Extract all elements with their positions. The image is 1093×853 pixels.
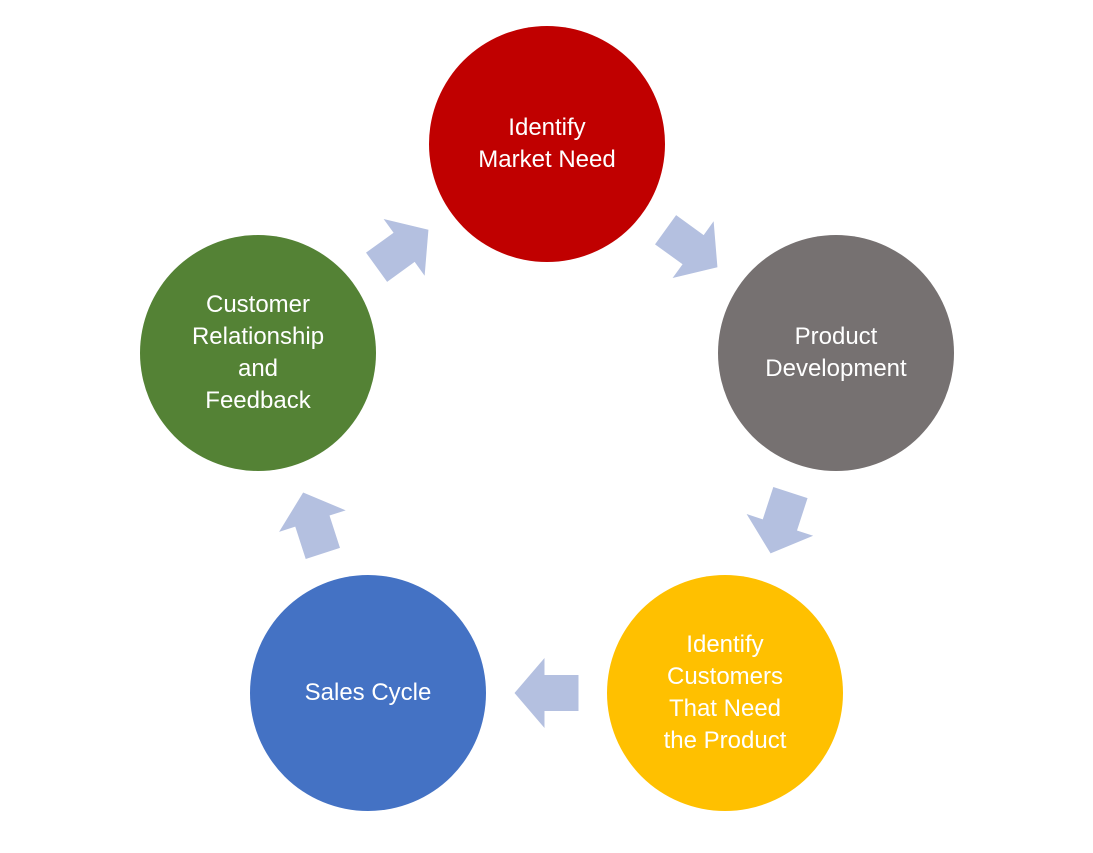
arrow-node-4-to-node-5	[279, 492, 346, 559]
node-product-development-label: Product Development	[765, 323, 907, 382]
node-identify-market-need-label: Identify Market Need	[478, 114, 616, 173]
arrow-node-2-to-node-3	[746, 486, 814, 554]
node-identify-market-need: Identify Market Need	[429, 26, 665, 262]
node-identify-customers: Identify Customers That Need the Product	[607, 575, 843, 811]
node-product-development: Product Development	[718, 235, 954, 471]
node-customer-relationship-label: Customer Relationship and Feedback	[191, 291, 325, 414]
arrow-node-3-to-node-4	[514, 658, 579, 728]
node-sales-cycle-label: Sales Cycle	[304, 679, 432, 706]
arrow-node-5-to-node-1	[366, 218, 429, 282]
node-customer-relationship: Customer Relationship and Feedback	[140, 235, 376, 471]
arrow-node-1-to-node-2	[655, 215, 718, 279]
node-identify-customers-label: Identify Customers That Need the Product	[663, 631, 787, 754]
node-sales-cycle: Sales Cycle	[250, 575, 486, 811]
